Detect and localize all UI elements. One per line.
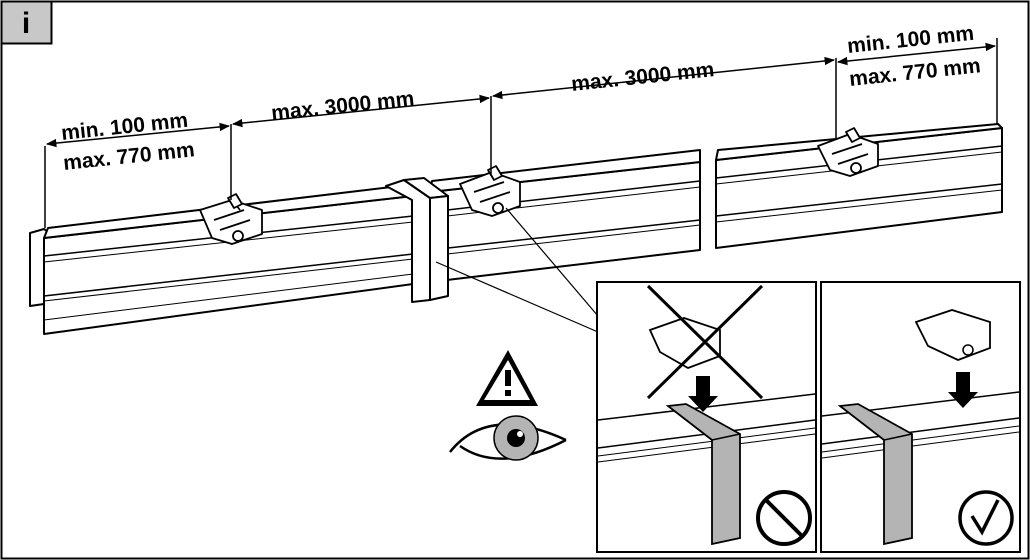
dimension-right-min: min. 100 mm [846, 22, 975, 58]
info-badge: i [0, 0, 53, 45]
mounting-clip-3 [817, 127, 879, 177]
dimension-left-min: min. 100 mm [60, 109, 189, 145]
cross-icon [646, 284, 764, 400]
joint-connector [385, 177, 449, 303]
dimension-span-2: max. 3000 mm [570, 58, 715, 96]
dimension-lines [44, 38, 998, 228]
eye-icon [449, 415, 567, 461]
detail-leader-lines [435, 207, 599, 333]
prohibited-icon [756, 490, 812, 546]
warning-triangle-icon [476, 350, 538, 406]
dimension-right-max: max. 770 mm [848, 54, 982, 91]
info-letter: i [22, 7, 30, 40]
rail-break [702, 139, 712, 271]
dimension-left-max: max. 770 mm [62, 138, 196, 175]
checkmark-icon [958, 490, 1014, 546]
dimension-span-1: max. 3000 mm [270, 87, 415, 125]
